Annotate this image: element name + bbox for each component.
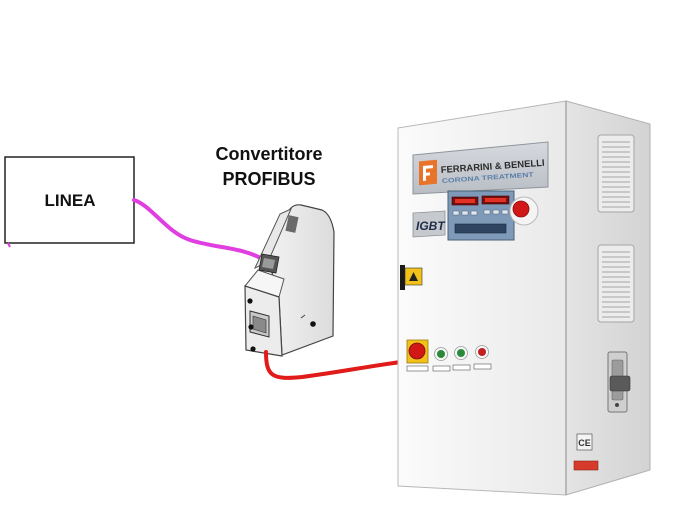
- lower-display: [454, 223, 507, 234]
- electrical-cabinet: FERRARINI & BENELLI CORONA TREATMENT IGB…: [397, 100, 651, 496]
- door-handle-icon: [607, 351, 631, 413]
- red-cable: [264, 350, 403, 380]
- converter-dot: [310, 321, 316, 327]
- led-segments: [455, 199, 475, 203]
- linea-box: LINEA: [4, 156, 135, 244]
- emergency-stop-icon: [408, 342, 426, 360]
- ce-mark-text: CE: [578, 438, 591, 448]
- push-button-red: [478, 348, 486, 356]
- converter-label-line1: Convertitore: [215, 144, 322, 164]
- screw-icon: [247, 298, 253, 304]
- linea-label: LINEA: [45, 191, 96, 210]
- screw-icon: [250, 346, 256, 352]
- converter-housing: [267, 204, 335, 356]
- control-panel: IGBT: [412, 190, 539, 241]
- converter-label-line2: PROFIBUS: [222, 169, 315, 189]
- ce-mark: CE: [576, 433, 593, 451]
- converter-mark: [300, 314, 306, 319]
- warning-sticker: [404, 267, 423, 286]
- push-button-green: [437, 350, 445, 358]
- push-button-green: [457, 349, 465, 357]
- profibus-connector-inner: [262, 258, 275, 269]
- panel-keys: [452, 209, 509, 216]
- button-row: [406, 339, 492, 372]
- door-latch: [400, 265, 405, 290]
- igbt-label: IGBT: [416, 219, 446, 233]
- led-segments: [485, 198, 506, 202]
- control-knob-cap: [512, 200, 530, 218]
- converter-slot: [285, 215, 299, 233]
- db9-connector-inner: [252, 315, 267, 334]
- vent-grille-icon: [597, 134, 635, 213]
- brand-logo-icon: [419, 159, 437, 186]
- linea-cable-stub: [7, 242, 11, 248]
- magenta-cable: [132, 198, 270, 264]
- vent-grille-icon: [597, 244, 635, 323]
- igbt-plate: [412, 210, 446, 238]
- profibus-converter-device: [244, 204, 335, 357]
- brand-plate: FERRARINI & BENELLI CORONA TREATMENT: [412, 141, 549, 195]
- button-label-plates: [406, 363, 492, 372]
- rating-sticker: [573, 460, 599, 471]
- screw-icon: [248, 324, 254, 330]
- converter-label: Convertitore PROFIBUS: [215, 144, 322, 189]
